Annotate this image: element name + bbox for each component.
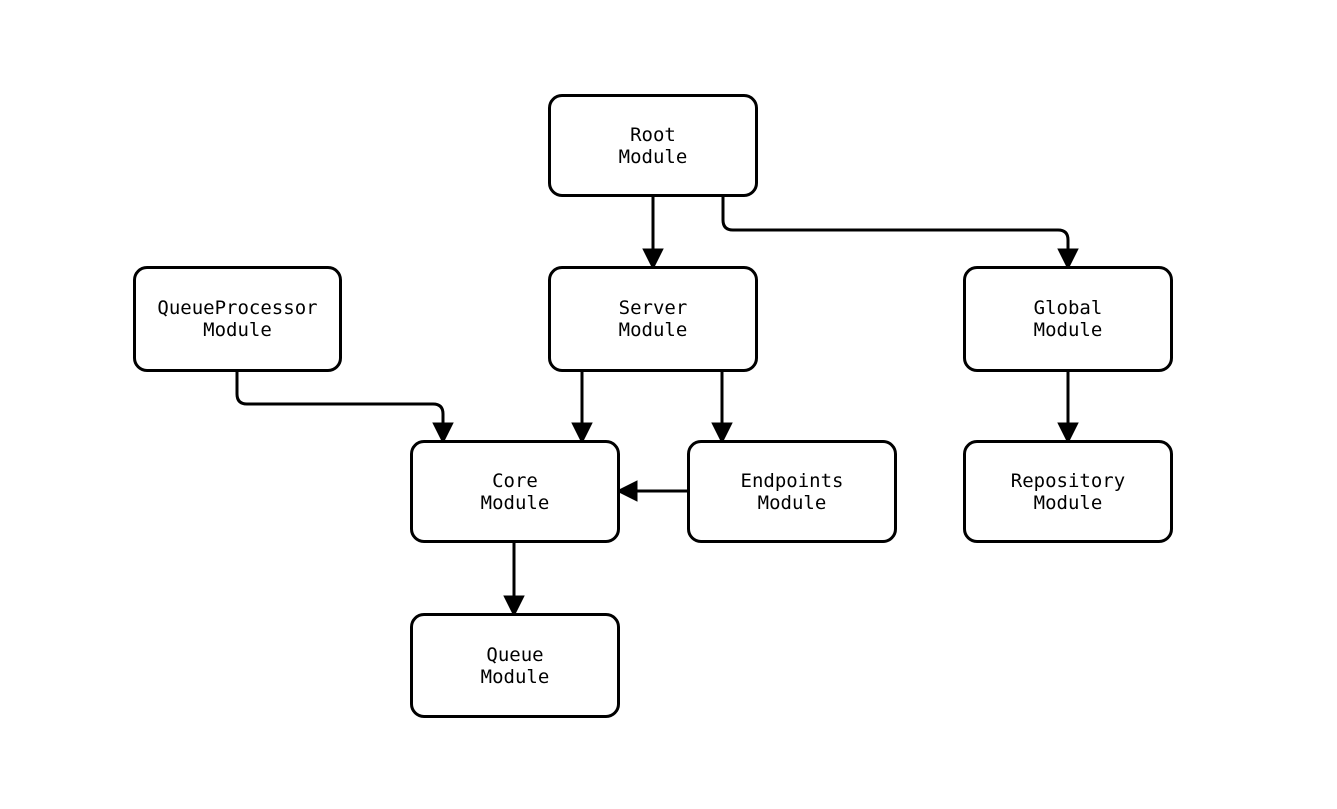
edge-root-global xyxy=(721,197,1079,270)
edges-group xyxy=(235,197,1079,617)
node-root[interactable]: Root Module xyxy=(548,94,758,197)
node-core-label: Core Module xyxy=(480,469,550,514)
node-repository[interactable]: Repository Module xyxy=(963,440,1173,543)
node-queueprocessor-label: QueueProcessor Module xyxy=(157,297,318,341)
node-repository-label: Repository Module xyxy=(1010,469,1126,514)
edge-queueprocessor-core xyxy=(235,372,454,444)
node-core[interactable]: Core Module xyxy=(410,440,620,543)
node-queueprocessor[interactable]: QueueProcessor Module xyxy=(133,266,342,372)
node-server-label: Server Module xyxy=(618,297,688,341)
node-global-label: Global Module xyxy=(1033,297,1103,341)
node-queue-label: Queue Module xyxy=(480,643,550,688)
node-server[interactable]: Server Module xyxy=(548,266,758,372)
node-root-label: Root Module xyxy=(618,123,688,168)
node-endpoints[interactable]: Endpoints Module xyxy=(687,440,897,543)
node-queue[interactable]: Queue Module xyxy=(410,613,620,718)
node-global[interactable]: Global Module xyxy=(963,266,1173,372)
node-endpoints-label: Endpoints Module xyxy=(740,469,844,514)
